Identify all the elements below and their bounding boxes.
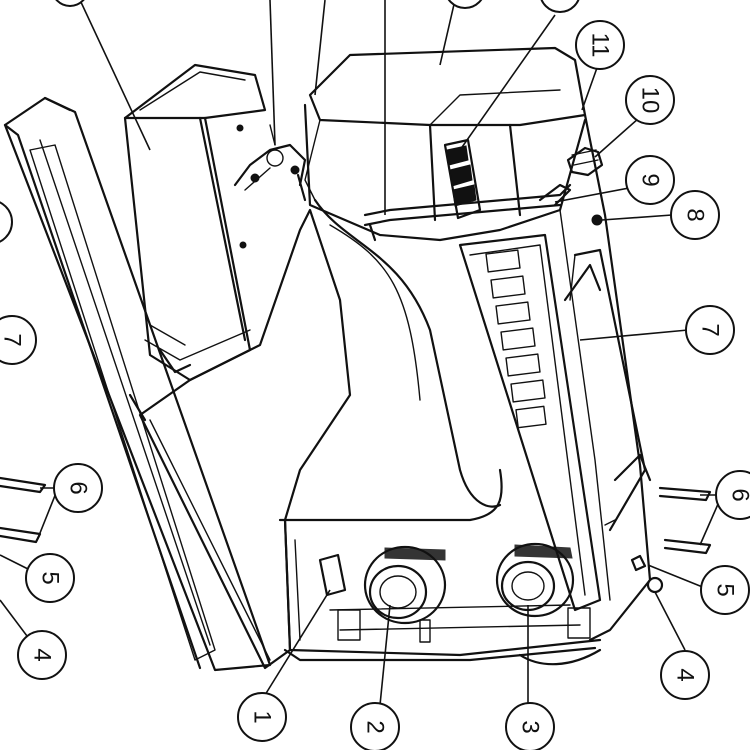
svg-text:9: 9 [637, 173, 664, 186]
small-lever-1 [318, 553, 347, 597]
callout-7-right: 7 [685, 305, 735, 355]
svg-text:5: 5 [712, 583, 739, 596]
thread-guide-bar [363, 183, 572, 242]
svg-text:4: 4 [672, 668, 699, 681]
callout-6-left: 6 [53, 463, 103, 513]
right-side-lever [563, 263, 652, 526]
callout-1: 1 [237, 692, 287, 742]
callout-11: 11 [575, 20, 625, 70]
stitch-length-dial [363, 545, 447, 625]
callout-5-right: 5 [700, 565, 750, 615]
callout-5-left: 5 [25, 553, 75, 603]
svg-text:6: 6 [727, 488, 750, 501]
free-arm-body [128, 208, 352, 670]
callout-partial-left [0, 201, 13, 243]
svg-text:2: 2 [362, 720, 389, 733]
callout-4-right: 4 [660, 650, 710, 700]
spool-pin-assembly [233, 124, 307, 202]
callout-8: 8 [670, 190, 720, 240]
small-part-5-right [630, 554, 647, 572]
callout-9: 9 [625, 155, 675, 205]
stitch-width-dial [495, 542, 575, 618]
callout-partial-top-3 [540, 0, 580, 13]
callout-10: 10 [625, 75, 675, 125]
leader-lines [0, 0, 723, 706]
top-right-knob [566, 146, 604, 177]
callout-2: 2 [350, 702, 400, 750]
svg-text:5: 5 [37, 571, 64, 584]
small-part-4-right [646, 576, 664, 594]
svg-text:1: 1 [249, 710, 276, 723]
accessory-box [123, 63, 267, 382]
svg-text:4: 4 [29, 648, 56, 661]
callout-3: 3 [505, 702, 555, 750]
pattern-selector-strip [485, 249, 547, 429]
svg-text:11: 11 [587, 33, 614, 58]
svg-text:3: 3 [517, 720, 544, 733]
callout-4-left: 4 [17, 630, 67, 680]
svg-text:7: 7 [0, 333, 26, 346]
callout-partial-top-1 [55, 0, 85, 7]
callout-7-left: 7 [0, 315, 37, 365]
callout-6-right: 6 [715, 470, 750, 520]
svg-text:7: 7 [697, 323, 724, 336]
callout-partial-top-2 [447, 0, 483, 9]
svg-text:6: 6 [65, 481, 92, 494]
svg-text:10: 10 [637, 87, 664, 114]
small-indicator-8 [591, 214, 603, 226]
extension-table [3, 96, 272, 672]
svg-text:8: 8 [682, 208, 709, 221]
handwheel-gear [443, 138, 482, 220]
